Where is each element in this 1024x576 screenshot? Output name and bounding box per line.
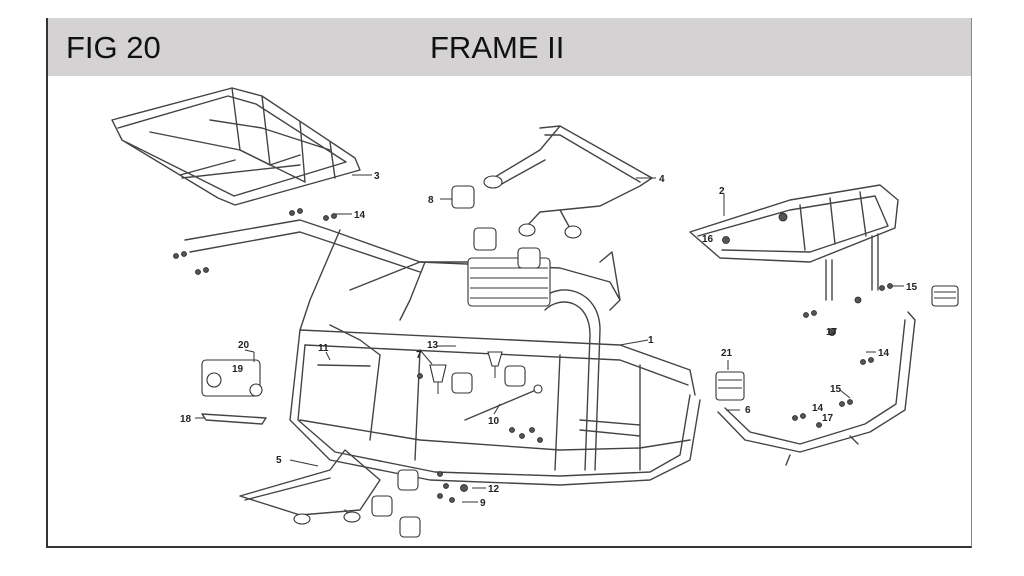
- part-21-grommet: [715, 371, 745, 401]
- callout-8: 8: [428, 195, 434, 206]
- callout-9: 9: [480, 498, 486, 509]
- part-1-main-frame: [184, 219, 701, 486]
- bushing-group: [371, 185, 541, 538]
- figure-header-bar: [46, 18, 972, 76]
- figure-title: FRAME II: [430, 30, 565, 65]
- callout-20: 20: [238, 340, 250, 351]
- figure-border: [46, 18, 972, 548]
- part-7-engine-mount: [429, 351, 503, 394]
- callout-5: 5: [276, 455, 282, 466]
- callout-4: 4: [659, 174, 665, 185]
- callout-14-bumper: 14: [812, 403, 824, 414]
- callout-15-right: 15: [906, 282, 918, 293]
- callout-3: 3: [374, 171, 380, 182]
- callout-15-lower: 15: [830, 384, 842, 395]
- callout-14-top: 14: [354, 210, 366, 221]
- callout-17-upper: 17: [826, 327, 838, 338]
- callout-18: 18: [180, 414, 192, 425]
- part-5-lower-bracket: [239, 449, 381, 525]
- part-2-front-rack: [689, 184, 899, 301]
- callout-21: 21: [721, 348, 733, 359]
- part-3-rear-rack: [111, 87, 361, 206]
- part-10-bolt: [464, 389, 537, 421]
- radiator-block: [467, 257, 551, 307]
- callout-13: 13: [427, 340, 439, 351]
- callout-19: 19: [232, 364, 244, 375]
- part-4-front-crossmember: [483, 125, 653, 239]
- nut-icon: [778, 212, 788, 222]
- callout-10: 10: [488, 416, 500, 427]
- callout-1: 1: [648, 335, 654, 346]
- callout-2: 2: [719, 186, 725, 197]
- callout-12: 12: [488, 484, 500, 495]
- fasteners: [173, 208, 893, 503]
- part-19-latch: [201, 359, 263, 397]
- part-11-bolt: [317, 364, 371, 367]
- callout-16: 16: [702, 234, 714, 245]
- callout-7: 7: [416, 350, 422, 361]
- callout-17-lower: 17: [822, 413, 834, 424]
- leader-lines: [195, 174, 904, 503]
- callout-14-right: 14: [878, 348, 890, 359]
- nut-icon: [722, 236, 730, 244]
- callout-6: 6: [745, 405, 751, 416]
- part-15-grommet: [931, 285, 959, 307]
- callout-11: 11: [318, 343, 329, 354]
- part-8-bushing: [451, 185, 475, 209]
- part-18-rod: [201, 413, 267, 425]
- figure-number: FIG 20: [66, 30, 161, 65]
- callout-labels: 3 4 2 8 14 16 15 17 1 21 14 15 14 17 6 2…: [180, 171, 918, 509]
- part-6-front-bumper: [717, 311, 916, 466]
